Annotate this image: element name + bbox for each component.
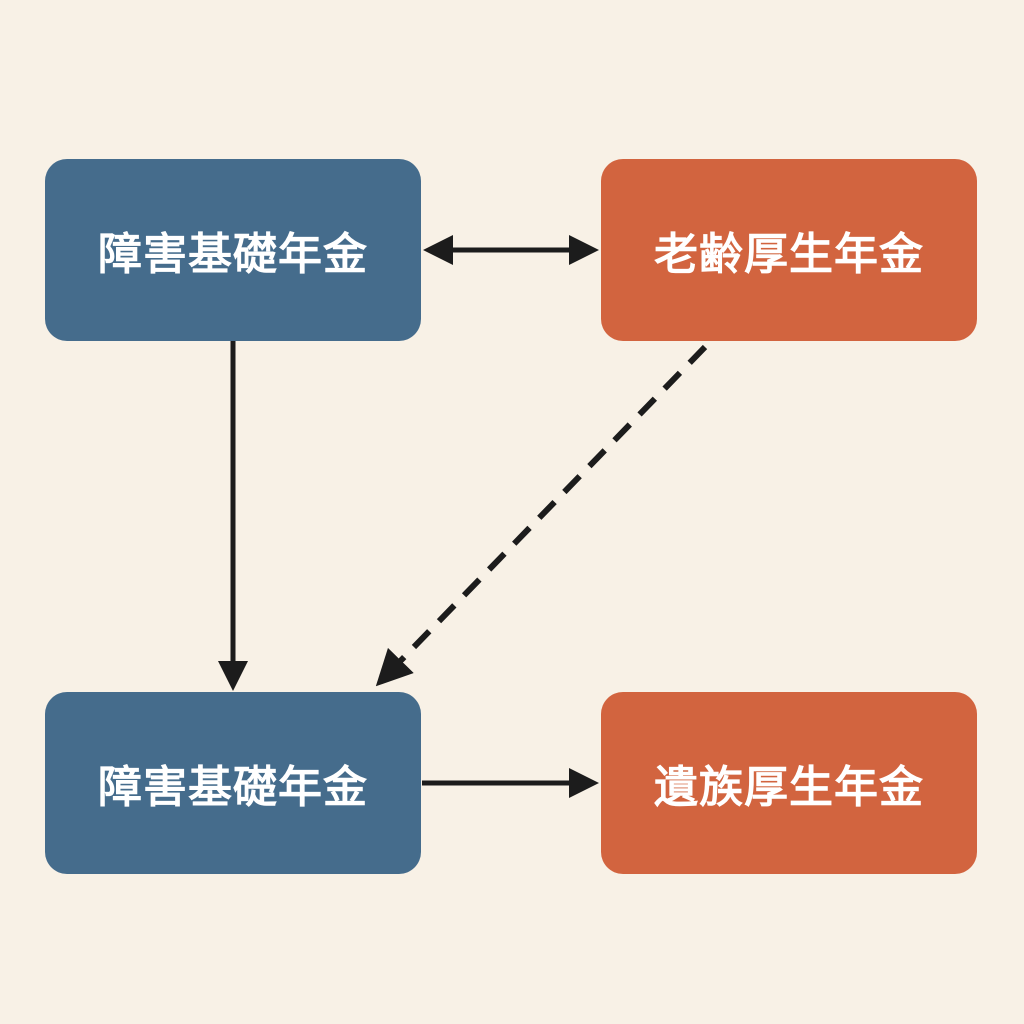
- dashed-arrow-diagonal: [375, 344, 708, 687]
- node-label: 老齢厚生年金: [654, 229, 924, 280]
- node-label: 遺族厚生年金: [654, 762, 924, 813]
- node-disability-basic-pension-top: 障害基礎年金: [45, 159, 421, 341]
- node-label: 障害基礎年金: [98, 762, 368, 813]
- node-disability-basic-pension-bottom: 障害基礎年金: [45, 692, 421, 874]
- node-label: 障害基礎年金: [98, 229, 368, 280]
- node-old-age-employee-pension: 老齢厚生年金: [601, 159, 977, 341]
- node-survivors-employee-pension: 遺族厚生年金: [601, 692, 977, 874]
